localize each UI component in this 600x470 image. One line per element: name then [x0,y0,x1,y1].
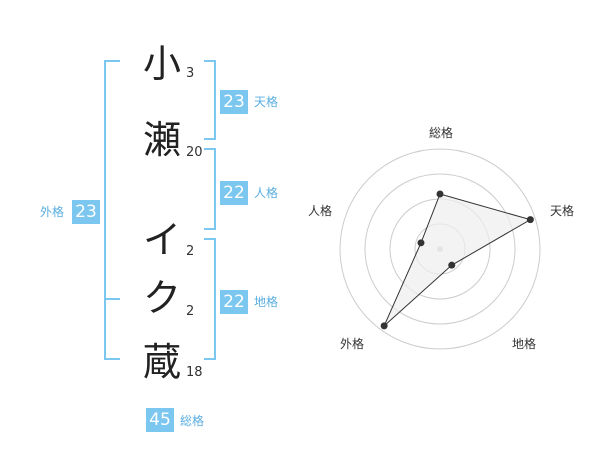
name-char-4: ク [142,276,181,320]
chikaku-label: 地格 [254,295,279,309]
gaikaku-bracket [104,60,120,360]
radar-point-2 [526,216,534,224]
gaikaku-label: 外格 [40,205,65,219]
radar-ring-3 [364,173,516,325]
radar-label-chikaku: 地格 [512,337,537,351]
radar-ring-4 [339,148,541,350]
radar-label-tenkaku: 天格 [550,204,575,218]
radar-point-3 [448,261,456,269]
radar-points [380,190,534,330]
radar-label-gaikaku: 外格 [340,337,365,351]
radar-point-4 [380,322,388,330]
name-char-2: 瀬 [142,118,181,162]
soukaku-value: 45 [146,408,174,432]
stroke-count-4: 2 [186,304,195,319]
name-char-3: イ [142,218,181,262]
jinkaku-value: 22 [220,181,248,205]
radar-label-soukaku: 総格 [429,126,454,140]
bracket-divider [104,298,120,300]
name-char-5: 蔵 [142,340,181,384]
tenkaku-value: 23 [220,90,248,114]
radar-point-1 [436,190,444,198]
stroke-count-2: 20 [186,145,203,160]
stroke-count-5: 18 [186,365,203,380]
tenkaku-bracket [204,60,216,140]
tenkaku-label: 天格 [254,95,279,109]
chikaku-value: 22 [220,290,248,314]
radar-point-5 [417,239,425,247]
jinkaku-label: 人格 [254,186,279,200]
name-char-1: 小 [142,42,181,86]
soukaku-label: 総格 [180,414,205,428]
radar-label-jinkaku: 人格 [308,204,333,218]
jinkaku-bracket [204,148,216,230]
stroke-count-1: 3 [186,66,195,81]
radar-polygon [383,193,532,327]
chikaku-bracket [204,238,216,360]
stroke-count-3: 2 [186,244,195,259]
gaikaku-value: 23 [72,200,100,224]
